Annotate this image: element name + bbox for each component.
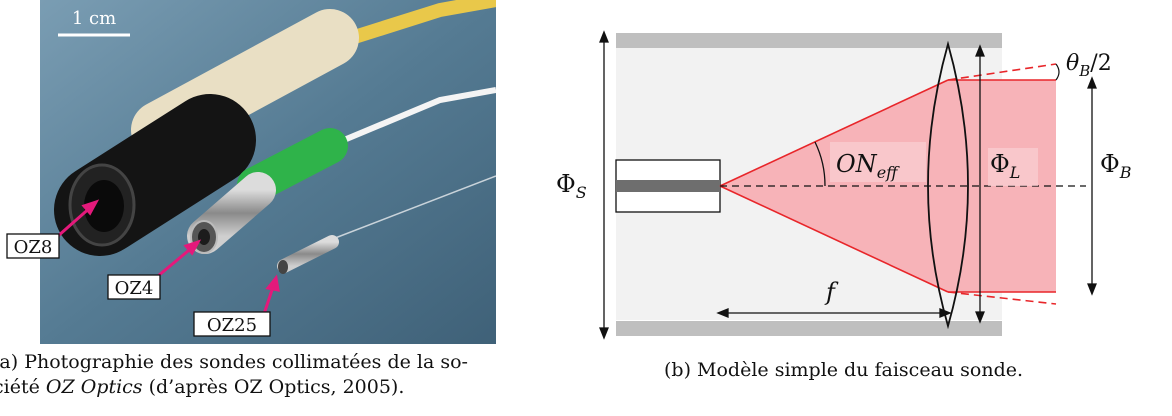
label-oz25: OZ25 [193, 311, 271, 337]
phi-s-label: ΦS [556, 170, 587, 202]
caption-a-italic: OZ Optics [45, 376, 143, 398]
phi-b-dimension [1087, 76, 1097, 296]
fiber-core [616, 180, 720, 192]
probe-photograph: 1 cm OZ8 OZ4 OZ25 [6, 0, 496, 344]
oz25-probe [277, 235, 339, 274]
label-oz4: OZ4 [107, 274, 161, 300]
aperture-arc [814, 141, 826, 187]
phi-b-label: ΦB [1100, 150, 1132, 182]
svg-text:OZ4: OZ4 [115, 278, 154, 299]
caption-a-line1: (a) Photographie des sondes collimatées … [0, 351, 468, 373]
caption-a-line2: ciété OZ Optics (d’après OZ Optics, 2005… [0, 375, 540, 400]
scale-label: 1 cm [72, 8, 116, 29]
beam-edges [719, 63, 1057, 305]
theta-label: θB/2 [1066, 51, 1112, 80]
caption-a-prefix: ciété [0, 376, 40, 398]
phi-l-label-bg [988, 148, 1038, 186]
caption-b: (b) Modèle simple du faisceau sonde. [664, 359, 1024, 381]
focal-length-dimension [716, 308, 952, 318]
divergence-arc [1055, 63, 1060, 81]
svg-text:OZ25: OZ25 [207, 315, 257, 336]
svg-text:OZ8: OZ8 [14, 237, 53, 258]
oz8-probe [54, 94, 256, 256]
thin-fiber [329, 175, 496, 241]
top-wall [616, 33, 1002, 48]
caption-a-suffix: (d’après OZ Optics, 2005). [142, 376, 405, 398]
pointer-arrows [57, 199, 280, 321]
phi-l-label: ΦL [990, 150, 1020, 182]
on-eff-label: ONeff [836, 150, 900, 182]
phi-l-dimension [975, 44, 985, 324]
white-fiber [318, 87, 496, 153]
phi-s-dimension [599, 30, 609, 340]
bottom-wall [616, 321, 1002, 336]
beam-model-diagram: ΦS ONeff ΦL ΦB θB/2 f [556, 30, 1132, 340]
on-label-bg [830, 142, 926, 182]
caption-a: (a) Photographie des sondes collimatées … [0, 350, 540, 400]
label-oz8: OZ8 [6, 233, 60, 259]
lens [927, 40, 969, 330]
